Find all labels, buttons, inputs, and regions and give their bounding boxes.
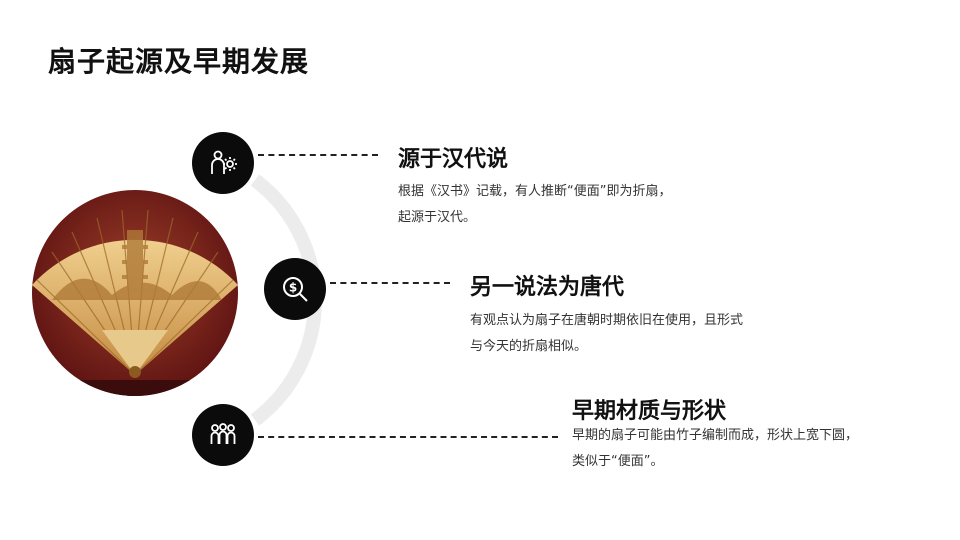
- item-1-desc-line1: 根据《汉书》记载，有人推断“便面”即为折扇，: [398, 184, 672, 199]
- item-1-heading: 源于汉代说: [398, 147, 509, 172]
- people-group-icon: [210, 423, 236, 444]
- dash-line-2: [330, 282, 450, 284]
- dash-line-3: [258, 436, 558, 438]
- item-2-desc-line1: 有观点认为扇子在唐朝时期依旧在使用，且形式: [470, 313, 744, 328]
- person-gear-icon: [211, 150, 237, 174]
- dollar-search-icon: $: [283, 277, 308, 302]
- node-1: [192, 132, 254, 194]
- dash-line-1: [258, 154, 378, 156]
- item-3-desc-line1: 早期的扇子可能由竹子编制而成，形状上宽下圆，: [572, 428, 859, 443]
- svg-text:$: $: [289, 281, 297, 295]
- item-3-heading: 早期材质与形状: [572, 399, 727, 424]
- item-2-heading: 另一说法为唐代: [470, 275, 625, 300]
- page-title: 扇子起源及早期发展: [48, 45, 310, 78]
- node-2: $: [264, 258, 326, 320]
- item-2-desc-line2: 与今天的折扇相似。: [470, 339, 588, 354]
- item-3-desc-line2: 类似于“便面”。: [572, 454, 664, 469]
- node-3: [192, 404, 254, 466]
- fan-photo: [32, 190, 238, 396]
- item-1-desc-line2: 起源于汉代。: [398, 210, 477, 225]
